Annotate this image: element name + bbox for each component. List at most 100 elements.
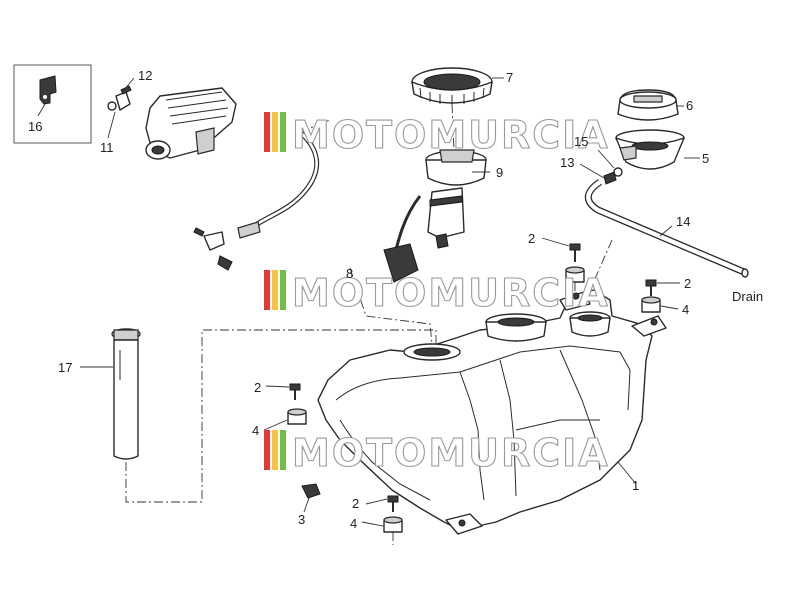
filler-cap <box>617 89 684 121</box>
callout-7: 7 <box>506 70 513 85</box>
clip-hole <box>43 95 47 99</box>
watermark-top: MOTOMURCIA <box>264 112 610 158</box>
hose-connector <box>237 221 261 239</box>
pump-canister <box>427 187 465 239</box>
leader-13 <box>579 163 605 179</box>
callout-4: 4 <box>350 516 357 531</box>
ring-nut-bore <box>423 73 481 91</box>
wm-stripe-green <box>280 112 286 152</box>
side-mount-hole <box>650 318 658 326</box>
callout-12: 12 <box>138 68 152 83</box>
front-mount-hole <box>572 292 580 300</box>
leader-14 <box>659 225 673 237</box>
fuel-hose <box>193 130 320 271</box>
hose-fill <box>253 131 318 228</box>
canister-band <box>429 195 463 207</box>
bushing-4c-rim <box>383 516 403 524</box>
screw-2b-head <box>645 279 657 287</box>
wm-stripe-yellow <box>272 430 278 470</box>
tank-ridge-mid <box>499 359 517 497</box>
screw-2d-head <box>387 495 399 503</box>
breather-fill <box>586 180 745 275</box>
filler-port-side <box>485 321 547 342</box>
level-sender <box>383 243 419 283</box>
wm-stripe-yellow <box>272 270 278 310</box>
secondary-port-bore <box>577 314 603 322</box>
callout-16: 16 <box>28 119 42 134</box>
fuel-gauge-sender <box>80 328 437 503</box>
hose-clamp-part <box>115 91 131 111</box>
fasteners <box>263 237 680 545</box>
callout-14: 14 <box>676 214 690 229</box>
callout-1: 1 <box>632 478 639 493</box>
callout-8: 8 <box>346 266 353 281</box>
leader-4b <box>263 419 288 431</box>
ring-nut <box>411 67 504 105</box>
wm-stripe-yellow <box>272 112 278 152</box>
tank-lower-edge <box>339 419 431 501</box>
sender-collar <box>113 329 139 341</box>
pump-filter <box>435 233 449 249</box>
bushing-4b-rim <box>287 408 307 416</box>
breather-end <box>741 268 749 278</box>
callout-6: 6 <box>686 98 693 113</box>
callout-4: 4 <box>252 423 259 438</box>
callout-4: 4 <box>682 302 689 317</box>
pump-opening-bore <box>413 347 451 357</box>
fitting-nut <box>217 255 233 271</box>
quick-coupling <box>203 231 225 251</box>
leader-3 <box>303 497 310 513</box>
coupling-tip <box>193 227 205 237</box>
neck-bracket <box>619 145 637 161</box>
clip-3 <box>301 483 321 499</box>
wm-stripe-red <box>264 270 270 310</box>
leader-1 <box>617 461 637 485</box>
hose-end-13 <box>603 171 617 185</box>
callout-17: 17 <box>58 360 72 375</box>
axis-ring-to-flange <box>451 103 455 151</box>
wm-stripe-green <box>280 270 286 310</box>
axis-8-to-opening <box>349 267 433 345</box>
callout-2: 2 <box>254 380 261 395</box>
screw-2c-head <box>289 383 301 391</box>
leader-2c <box>265 385 290 388</box>
filler-neck <box>615 129 700 170</box>
watermark-text: MOTOMURCIA <box>292 113 610 157</box>
leader-15 <box>597 149 615 169</box>
callout-2: 2 <box>684 276 691 291</box>
callout-3: 3 <box>298 512 305 527</box>
fuel-tank <box>317 289 667 535</box>
axis-hose-to-pump <box>299 119 331 133</box>
secondary-port-side <box>569 317 611 337</box>
neck-bore <box>631 141 669 151</box>
tank-ridge-left <box>335 371 485 501</box>
leader-12 <box>123 77 135 91</box>
pump-connector <box>195 127 215 155</box>
watermark-text: MOTOMURCIA <box>292 271 610 315</box>
sender-tube <box>113 339 139 460</box>
screw-2a-head <box>569 243 581 251</box>
assembly-lines <box>299 103 455 345</box>
pump-module <box>383 149 490 283</box>
callout-labels: 1 2 2 2 2 3 4 4 4 5 6 7 8 9 11 12 13 14 … <box>28 68 763 531</box>
leader-11 <box>107 111 116 139</box>
leader-4c <box>361 521 384 527</box>
cap-grip <box>633 95 663 103</box>
tank-side-line <box>515 419 600 431</box>
pump-outlet-bore <box>151 145 165 155</box>
bushing-top-center-rim <box>565 266 585 274</box>
wm-stripe-red <box>264 430 270 470</box>
callout-2: 2 <box>352 496 359 511</box>
bushing-4a-rim <box>641 296 661 304</box>
inset-part-16 <box>13 64 92 144</box>
callout-15: 15 <box>574 134 588 149</box>
flange-connector <box>439 149 475 163</box>
leader-16 <box>37 103 46 117</box>
watermark-middle: MOTOMURCIA <box>264 270 610 316</box>
wm-stripe-green <box>280 430 286 470</box>
flange-body <box>425 159 487 186</box>
wm-stripe-red <box>264 112 270 152</box>
callout-5: 5 <box>702 151 709 166</box>
breather-outline <box>584 179 746 276</box>
watermark-bottom: MOTOMURCIA <box>264 430 608 476</box>
